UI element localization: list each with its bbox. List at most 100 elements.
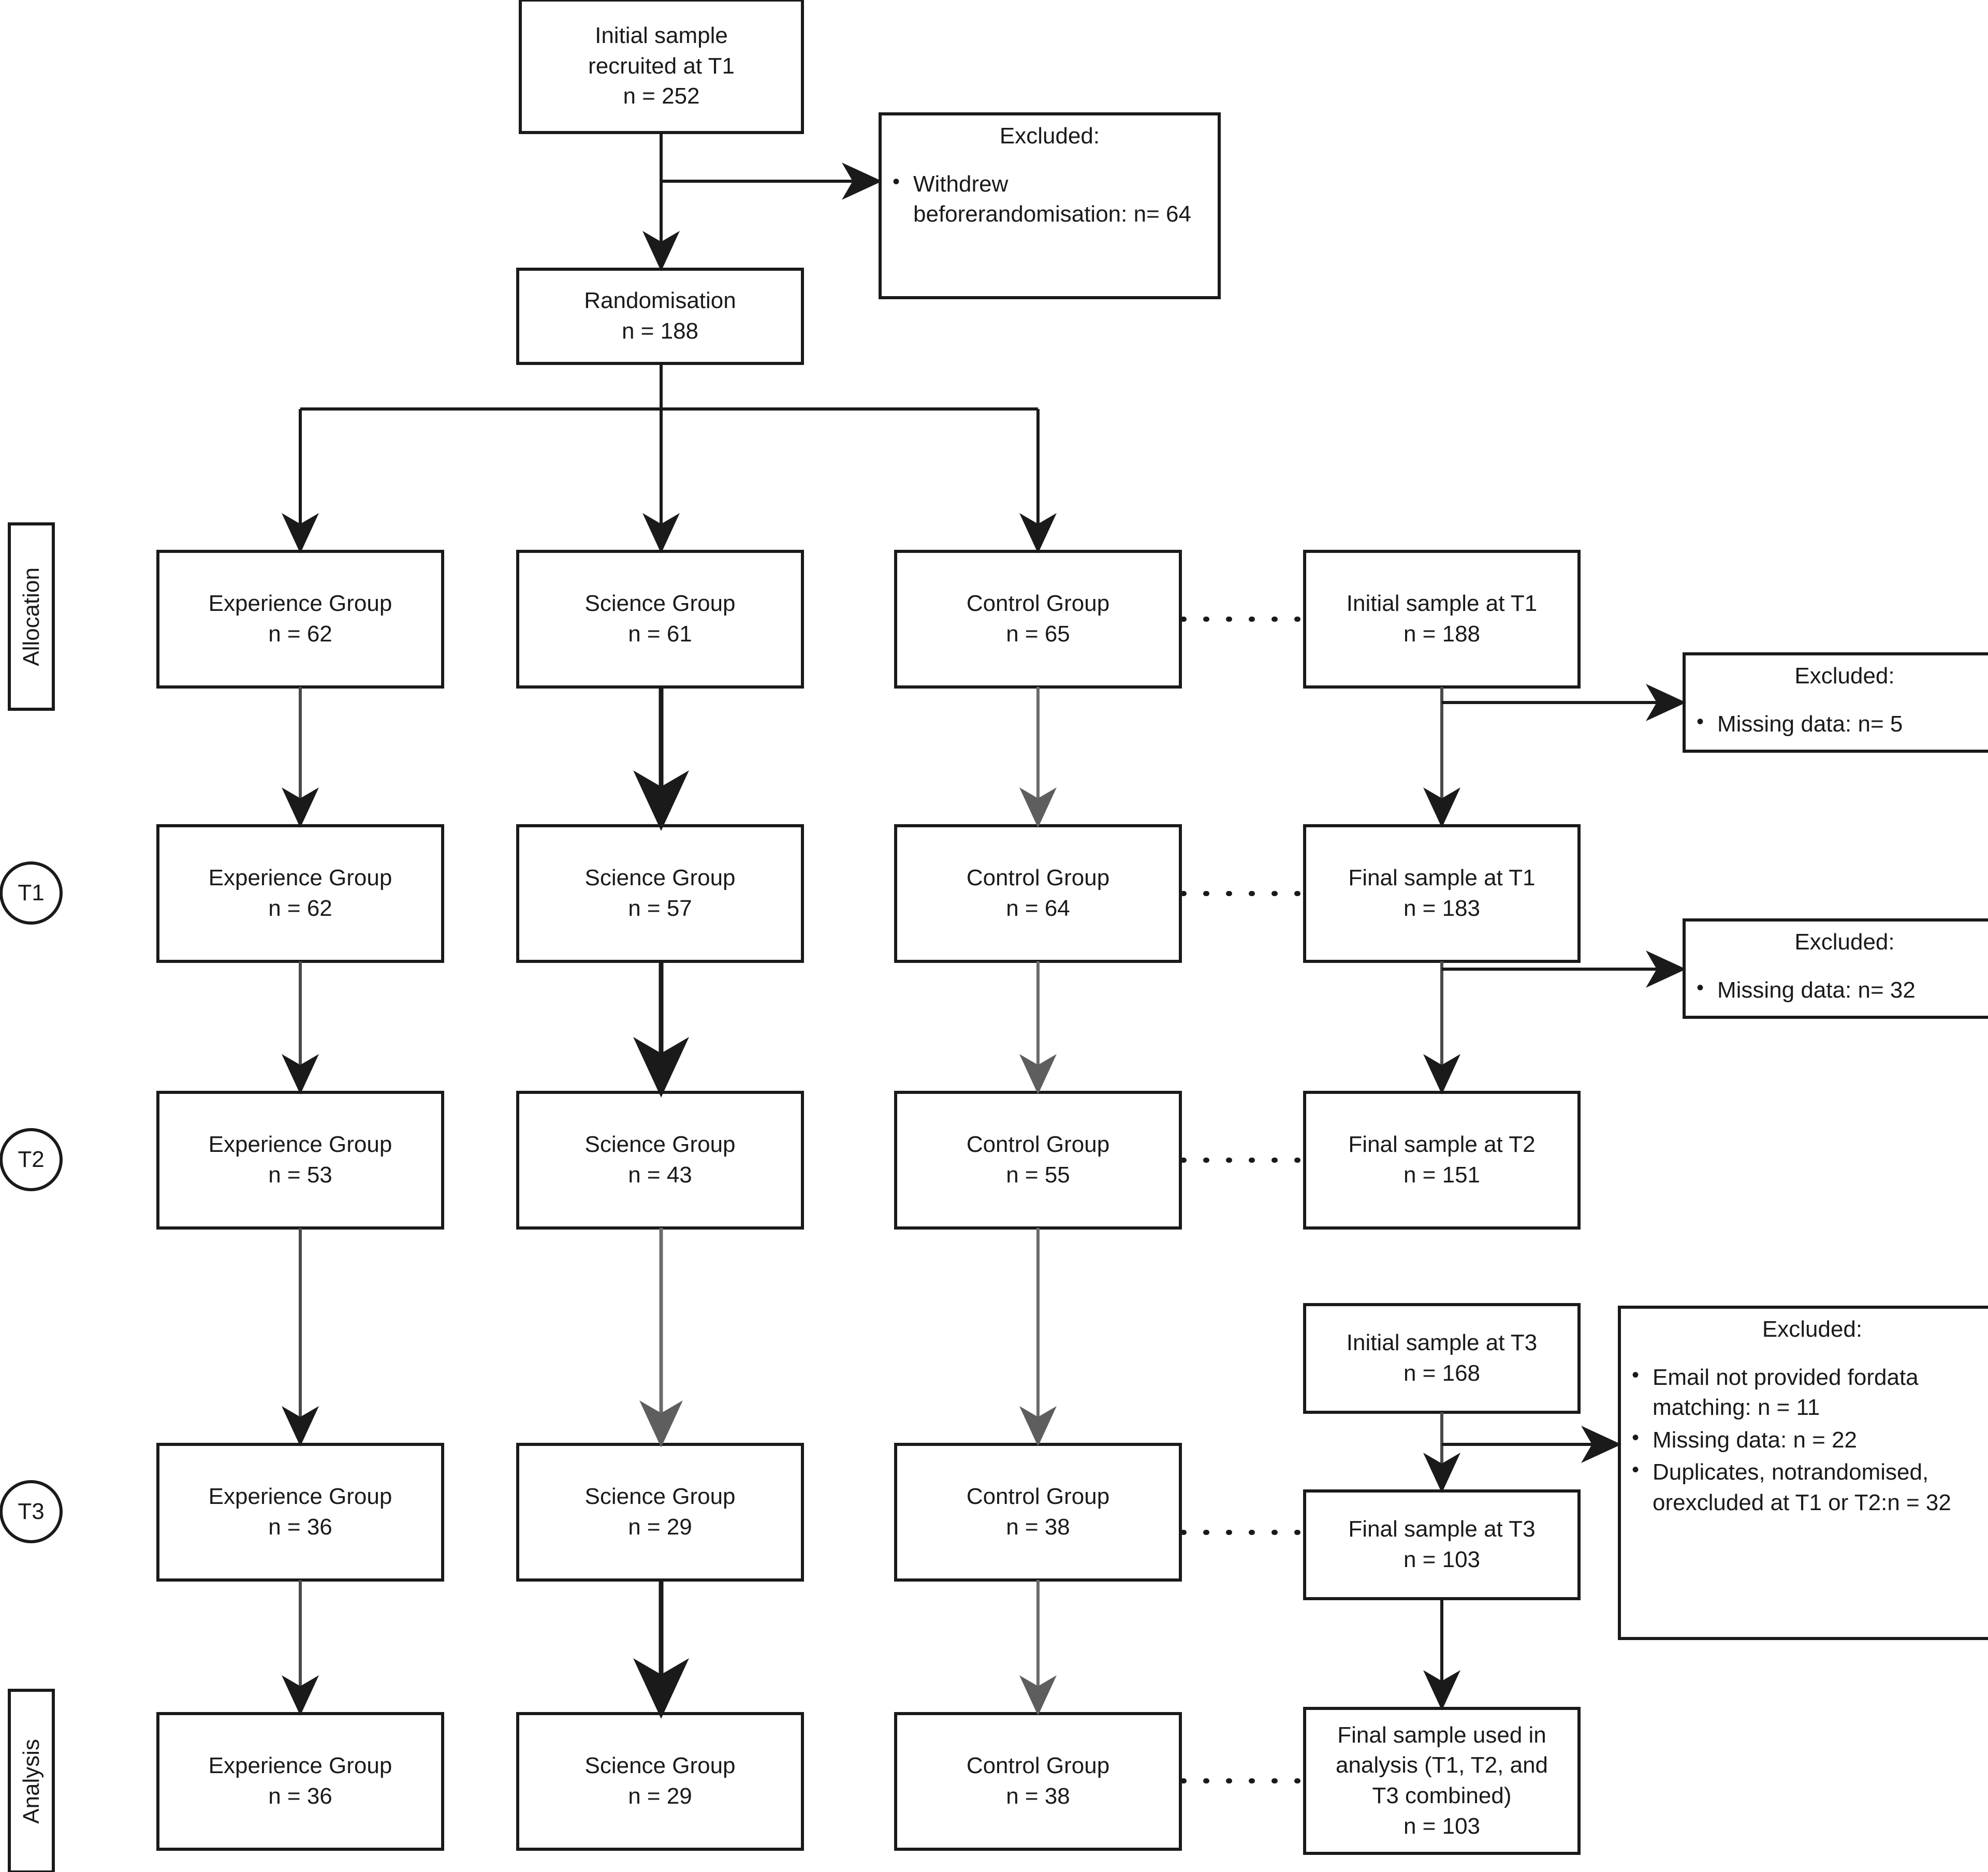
node-analysis-science: Science Group n = 29: [518, 1714, 802, 1849]
stage-label-text: Analysis: [18, 1738, 44, 1824]
node-box-t1-science: [516, 824, 804, 963]
stage-label-t2: T2: [18, 1147, 45, 1172]
node-line: n = 57: [628, 896, 692, 921]
excluded-reason-line: randomisation: n: [977, 201, 1147, 227]
node-box-alloc-control: [894, 550, 1182, 689]
node-box-t2-final: [1303, 1091, 1581, 1230]
node-line: Science Group: [584, 1484, 736, 1510]
excluded-pre-randomisation: Excluded: •Withdrew beforerandomisation: …: [880, 121, 1219, 298]
excluded-reason-item: •Withdrew beforerandomisation: n= 64: [880, 169, 1219, 230]
excluded-reason-item: •Duplicates, notrandomised, orexcluded a…: [1619, 1457, 1988, 1518]
node-line: n = 29: [628, 1783, 692, 1809]
excluded-reason-line: Missing data: n: [1717, 711, 1870, 737]
node-line: n = 62: [268, 621, 332, 647]
excluded-reason-line: excluded at T1 or T2:: [1673, 1489, 1888, 1515]
stage-label-allocation: Allocation: [9, 524, 53, 709]
node-box-t3-final: [1303, 1489, 1581, 1600]
node-randomisation: Randomisation n = 188: [518, 269, 802, 363]
node-line: Final sample at T2: [1348, 1132, 1536, 1158]
excluded-reason-line: Missing data: n: [1717, 977, 1870, 1003]
excluded-reason-line: = 64: [1146, 201, 1191, 227]
node-line: T3 combined): [1372, 1783, 1512, 1808]
node-line: Final sample at T1: [1348, 865, 1536, 891]
node-line: n = 43: [628, 1162, 692, 1188]
excluded-reason-list: •Missing data: n= 32: [1684, 975, 1988, 1006]
bullet-icon: •: [1632, 1426, 1640, 1449]
excluded-reason-line: Withdrew before: [913, 171, 1008, 227]
excluded-title: Excluded:: [999, 123, 1100, 149]
stage-label-t3: T3: [18, 1499, 45, 1524]
excluded-title: Excluded:: [1762, 1317, 1863, 1342]
excluded-box-excluded-t3: [1618, 1306, 1988, 1640]
excluded-reason-item: •Missing data: n= 5: [1684, 709, 1988, 740]
node-line: n = 64: [1006, 896, 1070, 921]
node-line: n = 38: [1006, 1514, 1070, 1540]
node-line: Initial sample at T1: [1346, 591, 1538, 617]
node-line: Control Group: [966, 1132, 1110, 1158]
node-line: n = 168: [1403, 1361, 1481, 1386]
node-line: Experience Group: [208, 1484, 392, 1510]
node-line: n = 183: [1403, 896, 1481, 921]
node-line: n = 103: [1403, 1813, 1481, 1839]
node-line: n = 61: [628, 621, 692, 647]
node-line: Science Group: [584, 591, 736, 617]
node-t1-science: Science Group n = 57: [518, 826, 802, 961]
node-t3-experience: Experience Group n = 36: [158, 1444, 443, 1580]
excluded-t2: Excluded: •Missing data: n= 32: [1684, 927, 1988, 1017]
node-t1-final: Final sample at T1 n = 183: [1305, 826, 1579, 961]
node-line: Science Group: [584, 1753, 736, 1779]
node-line: n = 151: [1403, 1162, 1481, 1188]
node-line: n = 36: [268, 1514, 332, 1540]
node-alloc-science: Science Group n = 61: [518, 551, 802, 687]
excluded-box-excluded-pre-randomisation: [879, 112, 1221, 299]
stage-label-analysis: Analysis: [9, 1690, 53, 1872]
node-line: n = 36: [268, 1783, 332, 1809]
node-box-t3-experience: [156, 1443, 444, 1582]
node-box-t3-science: [516, 1443, 804, 1582]
stage-label-shapes: [0, 522, 63, 1872]
node-box-analysis-control: [894, 1712, 1182, 1851]
excluded-reason-line: Duplicates, not: [1653, 1459, 1804, 1485]
node-line: Science Group: [584, 865, 736, 891]
stage-shape-analysis: [8, 1689, 55, 1872]
connectors: [282, 133, 1686, 1783]
excluded-reason-list: •Missing data: n= 5: [1684, 709, 1988, 740]
stage-shape-t3: [0, 1480, 63, 1543]
node-box-analysis-experience: [156, 1712, 444, 1851]
excluded-reason-item: • Missing data: n = 22: [1619, 1425, 1988, 1456]
node-t3-control: Control Group n = 38: [896, 1444, 1180, 1580]
node-line: Randomisation: [584, 288, 736, 314]
node-line: Initial sample: [595, 23, 728, 49]
node-line: n = 188: [621, 318, 699, 344]
node-line: Final sample at T3: [1348, 1516, 1536, 1542]
stage-label-t1: T1: [18, 880, 45, 905]
node-box-alloc-initial-t1: [1303, 550, 1581, 689]
bullet-icon: •: [1632, 1363, 1640, 1386]
node-line: Control Group: [966, 591, 1110, 617]
excluded-reason-line: Missing data: n = 22: [1653, 1427, 1858, 1453]
excluded-reason-item: •Missing data: n= 32: [1684, 975, 1988, 1006]
excluded-title: Excluded:: [1794, 929, 1895, 955]
excluded-t1: Excluded:•Missing data: n= 5: [1684, 661, 1988, 751]
excluded-reason-item: •Email not provided fordata matching: n …: [1619, 1363, 1988, 1423]
node-line: n = 65: [1006, 621, 1070, 647]
excluded-reason-line: n = 32: [1887, 1489, 1951, 1515]
excluded-reason-list: •Withdrew beforerandomisation: n= 64: [880, 169, 1219, 230]
node-box-t1-final: [1303, 824, 1581, 963]
node-line: Control Group: [966, 1484, 1110, 1510]
excluded-reason-list: •Email not provided fordata matching: n …: [1619, 1363, 1988, 1518]
node-box-t1-experience: [156, 824, 444, 963]
node-box-randomisation: [516, 268, 804, 365]
